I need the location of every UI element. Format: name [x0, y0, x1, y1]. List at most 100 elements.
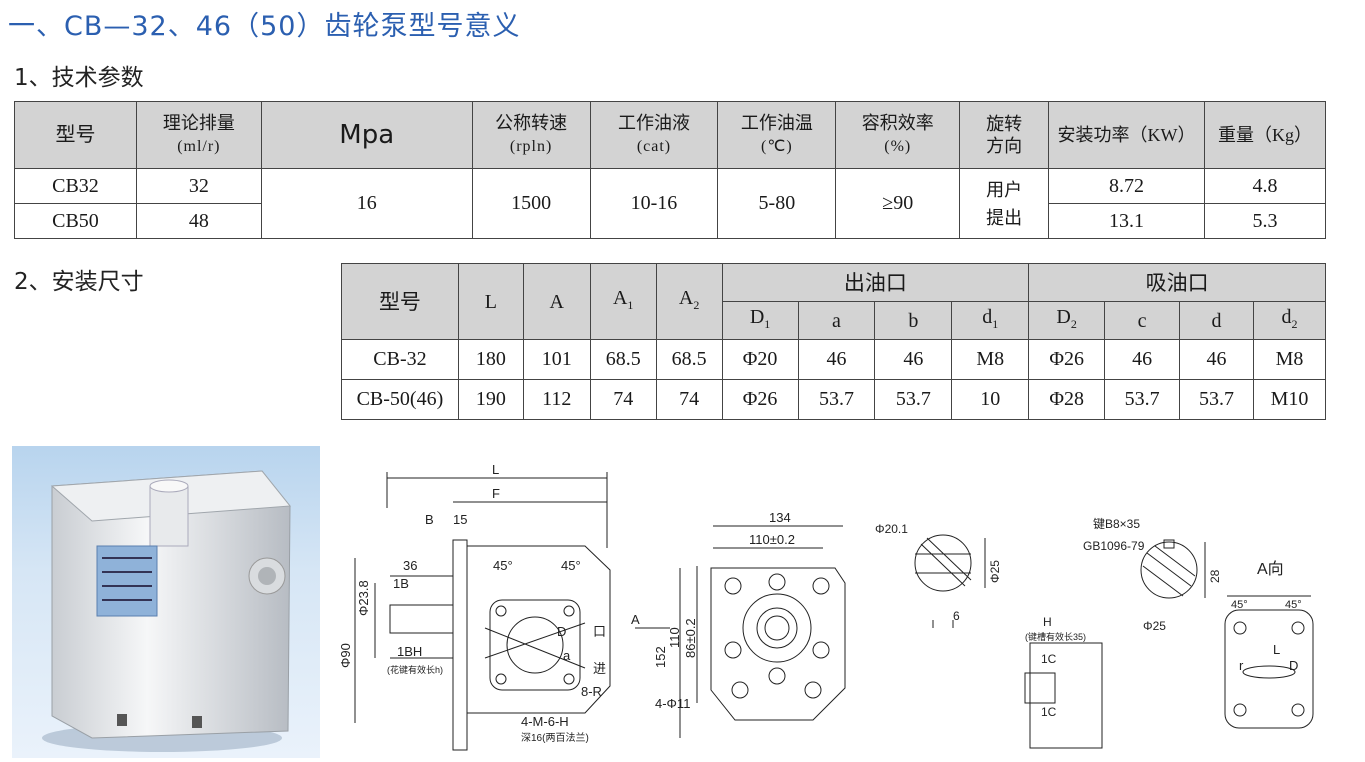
- cell: 74: [589, 379, 657, 420]
- cell: 53.7: [797, 379, 876, 420]
- gear-pump-illustration: [42, 470, 291, 752]
- dim-36: 36: [403, 558, 417, 573]
- cell: 180: [457, 339, 524, 380]
- cell: M8: [1252, 339, 1327, 380]
- dim-134: 134: [769, 510, 791, 525]
- cell-eff: ≥90: [835, 168, 961, 239]
- th-speed: 公称转速(rpln): [471, 101, 591, 169]
- label-key: 键B8×35: [1093, 517, 1140, 531]
- label-L-viewA: L: [1273, 642, 1280, 657]
- view-a-drawing: [1224, 595, 1314, 729]
- cell-model: CB50: [14, 203, 137, 239]
- dim-6: 6: [953, 609, 960, 623]
- dim-B: B: [425, 512, 434, 527]
- angle-45-right: 45°: [561, 558, 581, 573]
- side-view-drawing: [354, 472, 611, 751]
- th2-D2: D2: [1028, 301, 1106, 340]
- cell-speed: 1500: [471, 168, 591, 239]
- front-view-labels: 134 110±0.2 152 110 86±0.2 4-Φ11 A: [631, 510, 795, 711]
- th2-A1: A1: [589, 263, 657, 340]
- th2-model: 型号: [341, 263, 459, 340]
- cell-model: CB32: [14, 168, 137, 204]
- label-1C-top: 1C: [1041, 652, 1057, 666]
- th-weight: 重量（Kg）: [1204, 101, 1326, 169]
- tech-params-table: 型号 理论排量(ml/r) Mpa 公称转速(rpln) 工作油液(cat) 工…: [14, 101, 1326, 239]
- th-oil: 工作油液(cat): [589, 101, 719, 169]
- cell: 68.5: [589, 339, 657, 380]
- cell-rot-line1: 用户: [986, 179, 1023, 200]
- th2-d1: d1: [951, 301, 1030, 340]
- th-model: 型号: [14, 101, 137, 169]
- label-H: H: [1043, 615, 1052, 629]
- th2-d1-base: d: [982, 306, 993, 328]
- table-row: CB50 48 13.1 5.3: [14, 203, 1326, 239]
- cell-temp: 5-80: [717, 168, 837, 239]
- shaft-section-drawing: [914, 534, 986, 628]
- th-rot-line2: 方向: [986, 136, 1023, 156]
- angle-45-a1: 45°: [1231, 599, 1248, 611]
- install-dims-table: 型号 L A A1 A2 出油口 吸油口 D1 a b d1 D2 c d d2…: [341, 263, 1327, 420]
- dim-1B: 1B: [393, 576, 409, 591]
- label-kou: 口: [593, 624, 606, 639]
- table1-header-row: 型号 理论排量(ml/r) Mpa 公称转速(rpln) 工作油液(cat) 工…: [14, 101, 1326, 169]
- label-4M6H: 4-M-6-H: [521, 714, 569, 729]
- th-eff-label: 容积效率: [861, 113, 934, 133]
- th2-A: A: [522, 263, 591, 340]
- cell: Φ26: [1028, 339, 1106, 380]
- th-speed-label: 公称转速: [495, 113, 568, 133]
- cell: 46: [1179, 339, 1254, 380]
- th2-d2-base: d: [1281, 306, 1292, 328]
- th2-A2-sub: 2: [693, 298, 700, 312]
- th-eff-unit: (%): [884, 138, 912, 155]
- th2-D1: D1: [721, 301, 799, 340]
- cell: Φ26: [721, 379, 799, 420]
- table-row: CB32 32 16 1500 10-16 5-80 ≥90 用户提出 8.72…: [14, 168, 1326, 239]
- th-displacement: 理论排量(ml/r): [135, 101, 262, 169]
- dim-152: 152: [653, 646, 668, 668]
- th2-outlet: 出油口: [721, 263, 1030, 302]
- dim-110: 110±0.2: [749, 532, 795, 547]
- cell-disp: 32: [135, 168, 262, 204]
- th2-inlet: 吸油口: [1028, 263, 1326, 302]
- th-temp: 工作油温(℃): [717, 101, 837, 169]
- cell-power: 13.1: [1048, 203, 1205, 239]
- th2-A1-sub: 1: [627, 298, 634, 312]
- th2-D2-base: D: [1056, 306, 1071, 328]
- cell: Φ28: [1028, 379, 1106, 420]
- label-D-viewA: D: [1289, 658, 1298, 673]
- th-mpa: Mpa: [260, 101, 473, 169]
- label-jin: 进: [593, 661, 606, 676]
- cell: M10: [1252, 379, 1327, 420]
- th2-A1-base: A: [612, 287, 628, 309]
- th2-D2-sub: 2: [1070, 317, 1077, 331]
- th-oil-label: 工作油液: [617, 113, 690, 133]
- cell: 74: [655, 379, 723, 420]
- label-8R: 8-R: [581, 684, 602, 699]
- th2-L: L: [457, 263, 524, 340]
- th2-d2-sub: 2: [1291, 317, 1298, 331]
- cell: 10: [951, 379, 1030, 420]
- shaft-section-labels: Φ20.1 Φ25 6: [875, 522, 1002, 623]
- dim-15: 15: [453, 512, 467, 527]
- dim-phi25-shaft: Φ25: [988, 560, 1002, 583]
- th-temp-unit: (℃): [761, 138, 793, 155]
- cell: 46: [874, 339, 953, 380]
- cell: 53.7: [1104, 379, 1181, 420]
- dim-28: 28: [1208, 569, 1222, 583]
- th-efficiency: 容积效率 (%): [835, 101, 961, 169]
- th-power: 安装功率（KW）: [1048, 101, 1205, 169]
- label-deep16: 深16(两百法兰): [521, 731, 589, 744]
- label-a: a: [563, 648, 571, 663]
- th2-D1-sub: 1: [764, 317, 771, 331]
- th-rot-line1: 旋转: [986, 114, 1023, 134]
- label-D: D: [557, 624, 566, 639]
- angle-45-left: 45°: [493, 558, 513, 573]
- view-a-labels: A向 45° 45° L r D: [1231, 560, 1302, 673]
- gear-pump-photo: [12, 446, 320, 758]
- cell-disp: 48: [135, 203, 262, 239]
- th-rotation: 旋转方向: [959, 101, 1050, 169]
- th2-D1-base: D: [749, 306, 765, 328]
- dim-L: L: [492, 462, 499, 477]
- th-disp-label: 理论排量: [162, 113, 235, 133]
- view-a-title: A向: [1257, 560, 1284, 578]
